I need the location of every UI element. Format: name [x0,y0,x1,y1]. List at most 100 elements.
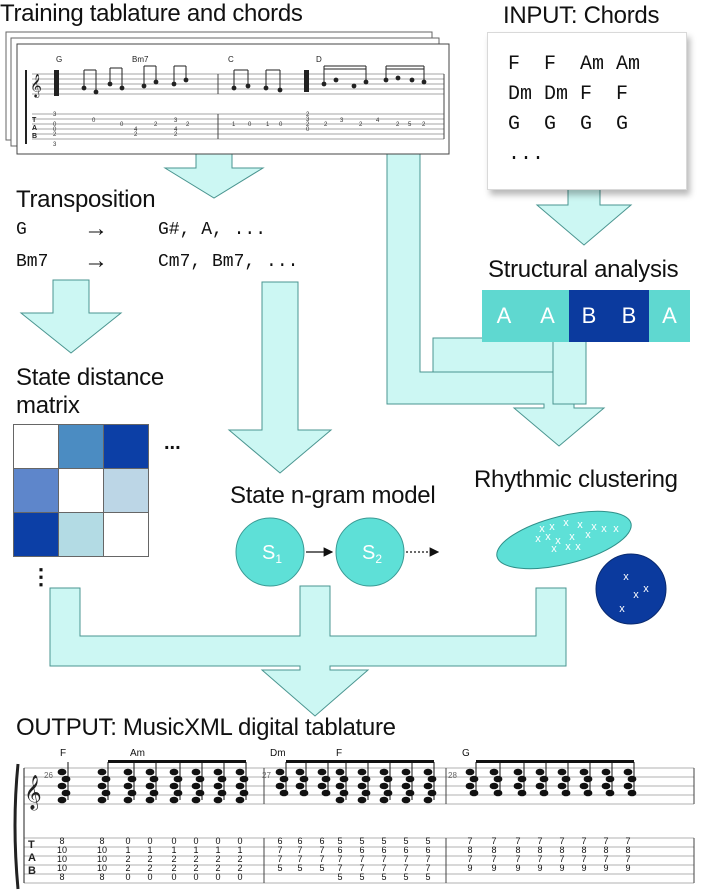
svg-text:x: x [551,543,557,555]
measure-number-26: 26 [44,771,53,780]
tab-fret-number: 6 [425,845,430,855]
note-head [239,775,249,783]
note-head [279,775,289,783]
note-head [339,775,349,783]
tab-fret-number: 7 [537,854,542,864]
ngram-state-1-label: S1 [262,542,282,566]
tab-fret-number: 2 [125,854,130,864]
note-head [101,775,111,783]
svg-text:x: x [539,523,545,535]
tab-fret-number: 7 [403,863,408,873]
tab-fret-number: 5 [403,836,408,846]
tab-fret-number: 6 [297,836,302,846]
svg-text:4: 4 [134,127,138,133]
output-title: OUTPUT: MusicXML digital tablature [16,714,396,741]
tab-fret-number: 7 [603,836,608,846]
arrow-training-to-rhythm [386,129,606,447]
note-head [465,782,475,790]
input-chords-paper: F F Am Am Dm Dm F F G G G G ... [487,32,687,190]
note-head [213,782,223,790]
note-head [401,768,411,776]
arrow-structure-to-rhythm [552,337,587,405]
note-head [601,782,611,790]
pipe-structure-left [432,337,554,373]
tab-fret-number: 9 [625,863,630,873]
training-tab-a: A [32,125,37,132]
tab-fret-number: 7 [491,836,496,846]
note-head [57,796,67,804]
matrix-cell-3-2 [58,512,104,557]
svg-text:x: x [585,529,591,541]
output-tab-t: T [28,839,35,851]
tab-fret-number: 1 [193,845,198,855]
tab-fret-number: 9 [603,863,608,873]
svg-text:x: x [613,523,619,535]
note-head [401,796,411,804]
tab-fret-number: 0 [125,836,130,846]
matrix-cell-2-2 [58,468,104,513]
tab-fret-number: 6 [319,836,324,846]
note-head [623,782,633,790]
tab-fret-number: 8 [581,845,586,855]
matrix-cell-1-2 [58,424,104,469]
tab-fret-number: 8 [99,872,104,882]
tab-fret-number: 7 [625,854,630,864]
svg-text:x: x [565,541,571,553]
note-head [97,796,107,804]
note-head [469,775,479,783]
transposition-row1-arrow: → [84,215,108,242]
tab-fret-number: 2 [125,863,130,873]
note-head [235,796,245,804]
note-head [127,789,137,797]
tab-fret-number: 0 [147,836,152,846]
matrix-cell-3-3 [103,512,149,557]
note-head [275,768,285,776]
note-head [539,775,549,783]
tab-fret-number: 9 [515,863,520,873]
svg-text:3: 3 [174,118,178,124]
note-head [627,775,637,783]
svg-text:x: x [569,531,575,543]
tab-fret-number: 9 [537,863,542,873]
note-head [383,789,393,797]
tab-fret-number: 5 [337,836,342,846]
note-head [513,768,523,776]
note-head [101,789,111,797]
note-head [427,789,437,797]
tab-fret-number: 7 [467,854,472,864]
ngram-state-2-label: S2 [362,542,382,566]
note-head [357,782,367,790]
tab-fret-number: 5 [359,836,364,846]
tab-fret-number: 1 [171,845,176,855]
tab-fret-number: 0 [237,836,242,846]
svg-text:0: 0 [92,118,96,124]
svg-text:x: x [535,533,541,545]
tab-fret-number: 10 [57,863,67,873]
note-head [383,775,393,783]
note-head [339,789,349,797]
note-head [295,768,305,776]
cluster-2 [595,553,667,625]
input-title: INPUT: Chords [503,2,660,29]
note-head [57,768,67,776]
output-tab-a: A [28,852,36,864]
svg-text:0: 0 [120,122,124,128]
svg-text:2: 2 [324,122,328,128]
tab-fret-number: 7 [515,854,520,864]
svg-text:3: 3 [53,112,57,118]
note-head [379,782,389,790]
note-head [321,775,331,783]
treble-clef-icon: 𝄞 [24,775,42,811]
note-head [357,796,367,804]
tab-fret-number: 5 [425,836,430,846]
note-head [493,789,503,797]
matrix-ellipsis-vertical: ⋮ [30,564,52,589]
tab-fret-number: 10 [57,854,67,864]
note-head [123,782,133,790]
output-chord-2: Am [130,748,145,759]
note-head [493,775,503,783]
tab-fret-number: 0 [171,836,176,846]
note-head [191,796,201,804]
note-head [299,789,309,797]
